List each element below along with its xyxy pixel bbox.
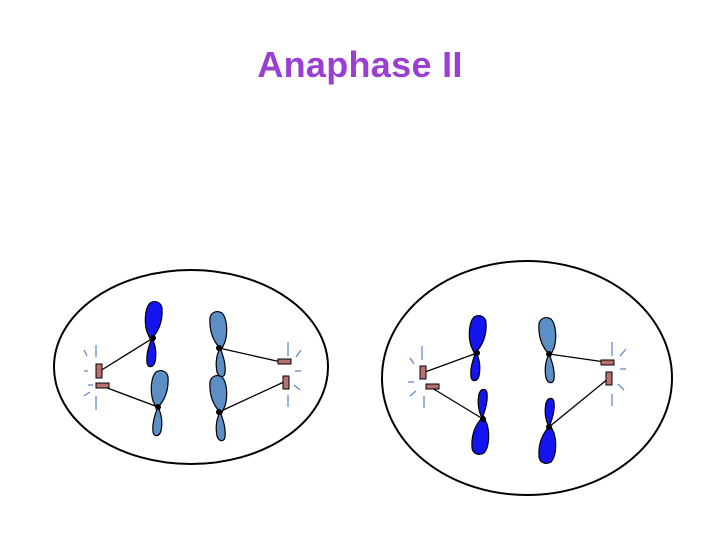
centrosome-right-b	[282, 375, 290, 390]
slide-title: Anaphase II	[257, 44, 463, 85]
centrosome-left-a-2	[419, 365, 427, 380]
aster-left	[83, 345, 97, 410]
centrosome-right-a	[277, 358, 292, 365]
spindle-fibers-left	[99, 337, 287, 413]
aster-right	[287, 342, 302, 407]
spindle-fibers-right	[424, 352, 610, 428]
cell-membrane-left	[53, 269, 329, 465]
centromeres-right	[474, 350, 552, 430]
centromeres-left	[150, 335, 222, 415]
centrosome-left-b-2	[425, 383, 440, 390]
aster-left-2	[408, 346, 425, 408]
aster-right-2	[611, 342, 627, 406]
cell-left	[53, 269, 329, 465]
centrosome-left-b	[95, 382, 110, 389]
centrosome-right-b-2	[605, 371, 613, 386]
centrosome-right-a-2	[600, 359, 615, 366]
cell-membrane-right	[381, 260, 673, 496]
centrosome-left-a	[95, 363, 103, 379]
cell-right	[381, 260, 673, 496]
